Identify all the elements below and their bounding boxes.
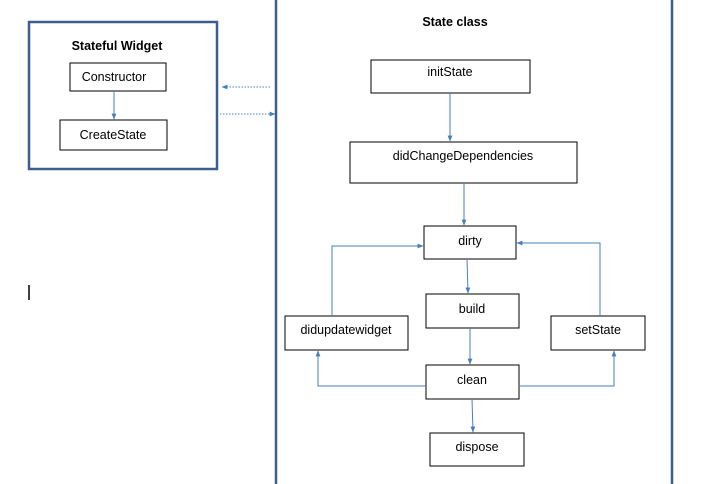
stateful-widget-container: Stateful Widget Constructor CreateState <box>27 20 219 171</box>
clean-label: clean <box>457 373 487 387</box>
build-label: build <box>459 302 485 316</box>
arrow-setstate-to-dirty <box>516 240 601 316</box>
dirty-node[interactable]: dirty <box>423 225 517 260</box>
set-state-node[interactable]: setState <box>550 315 646 351</box>
arrow-didupdatewidget-to-dirty <box>331 243 424 316</box>
init-state-label: initState <box>427 65 472 79</box>
stateful-widget-title: Stateful Widget <box>72 39 164 53</box>
state-class-title: State class <box>422 15 487 29</box>
create-state-node[interactable]: CreateState <box>59 119 168 151</box>
arrow-clean-to-dispose <box>470 398 476 433</box>
clean-node[interactable]: clean <box>425 364 520 400</box>
stateful-widget-border <box>27 20 219 171</box>
arrow-clean-to-didupdatewidget <box>315 350 426 387</box>
dispose-label: dispose <box>455 440 498 454</box>
arrow-clean-to-setstate <box>519 350 617 387</box>
did-update-widget-node[interactable]: didupdatewidget <box>284 315 409 351</box>
create-state-label: CreateState <box>80 128 147 142</box>
did-change-dependencies-label: didChangeDependencies <box>393 149 533 163</box>
init-state-node[interactable]: initState <box>370 59 531 94</box>
did-change-dependencies-node[interactable]: didChangeDependencies <box>349 141 578 184</box>
constructor-label: Constructor <box>82 70 147 84</box>
dirty-label: dirty <box>458 234 482 248</box>
set-state-label: setState <box>575 323 621 337</box>
constructor-node[interactable]: Constructor <box>69 62 167 92</box>
dispose-node[interactable]: dispose <box>429 432 525 467</box>
build-node[interactable]: build <box>425 293 520 329</box>
did-update-widget-label: didupdatewidget <box>300 323 392 337</box>
arrow-dirty-to-build <box>465 258 471 294</box>
